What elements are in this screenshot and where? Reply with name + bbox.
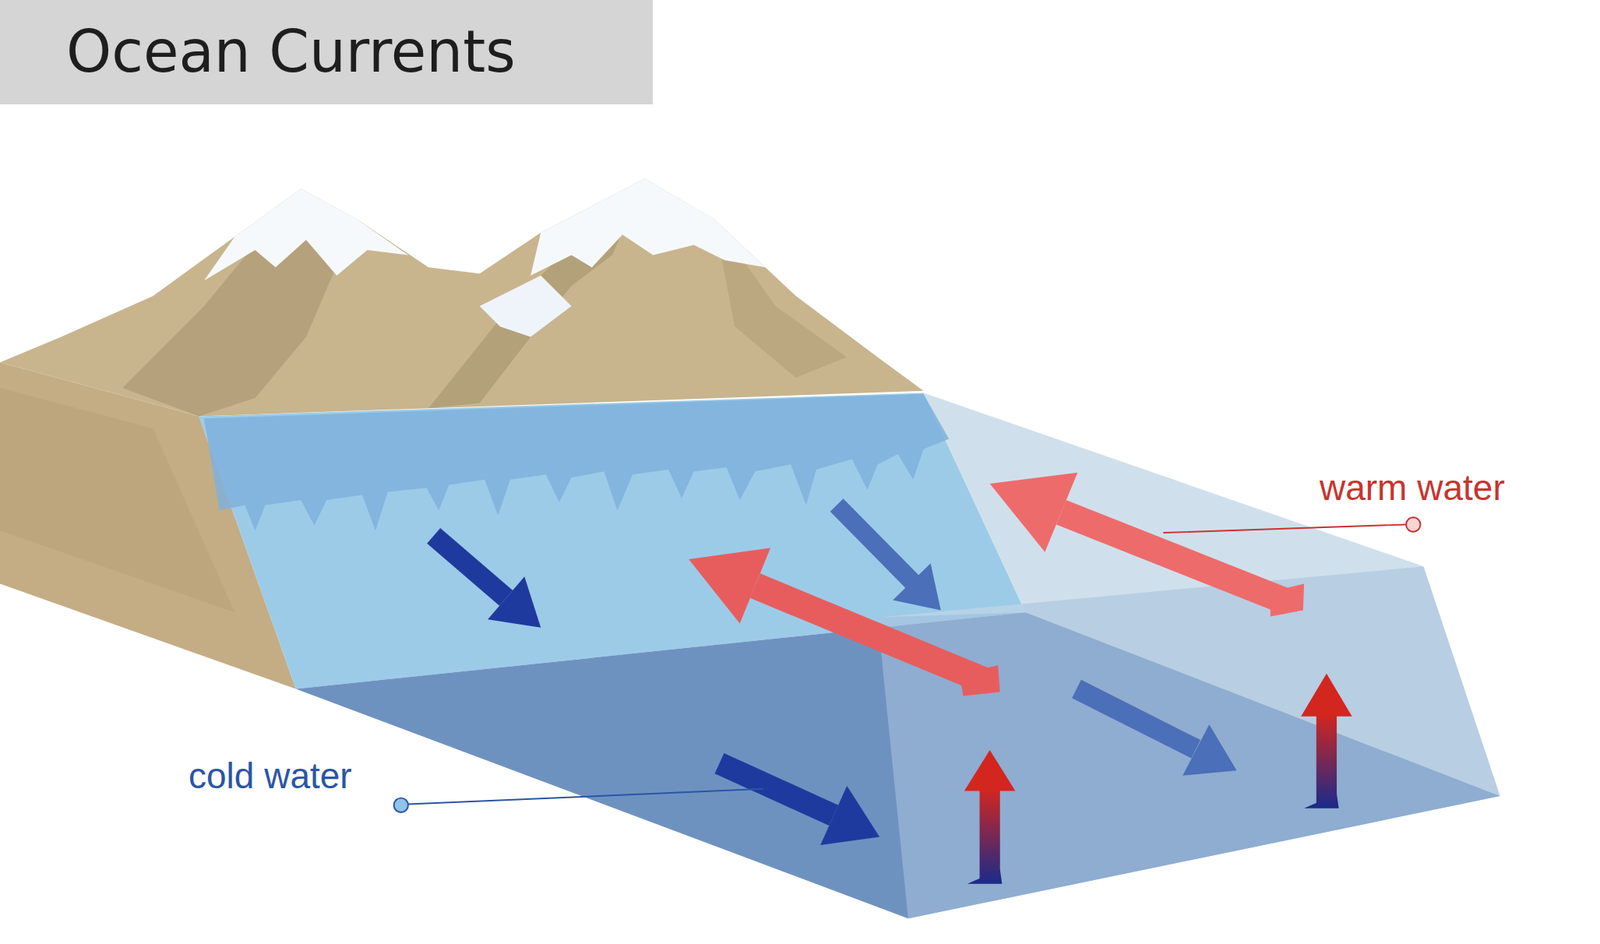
cold-arrow-head xyxy=(1182,724,1237,776)
callout-label: cold water xyxy=(185,755,356,797)
upwelling-arrow-head xyxy=(964,750,1015,791)
title-text: Ocean Currents xyxy=(66,20,516,84)
cold-arrow-shaft xyxy=(836,505,913,582)
water-front-face xyxy=(877,566,1501,919)
title-banner: Ocean Currents xyxy=(0,0,653,105)
leader-dot xyxy=(1406,517,1421,532)
cold-arrow-shaft xyxy=(1076,688,1196,749)
upwelling-arrow-shaft xyxy=(1316,714,1337,808)
warm-arrow-head xyxy=(688,548,771,624)
leader-line xyxy=(1162,524,1407,533)
leader-dot xyxy=(394,798,409,813)
leader-line xyxy=(408,789,764,805)
upwelling-arrow-head xyxy=(1300,673,1352,717)
callout-label: warm water xyxy=(1316,467,1509,509)
snow-cap xyxy=(204,188,409,281)
warm-arrow-shaft xyxy=(754,585,985,681)
snow-cap xyxy=(479,275,572,338)
land-cliff-shade xyxy=(0,387,235,613)
mountain-range xyxy=(0,178,924,416)
cold-arrow-head xyxy=(487,576,541,628)
cold-arrow-head xyxy=(892,563,941,610)
warm-arrow-shaft xyxy=(1060,512,1288,603)
water-back-plane xyxy=(198,392,1026,689)
upwelling-arrow-shaft xyxy=(979,789,1001,884)
snow-cap xyxy=(530,178,765,275)
cold-arrow-shaft xyxy=(433,535,507,599)
cold-arrow-head xyxy=(820,785,880,846)
warm-arrow-head xyxy=(990,472,1079,553)
